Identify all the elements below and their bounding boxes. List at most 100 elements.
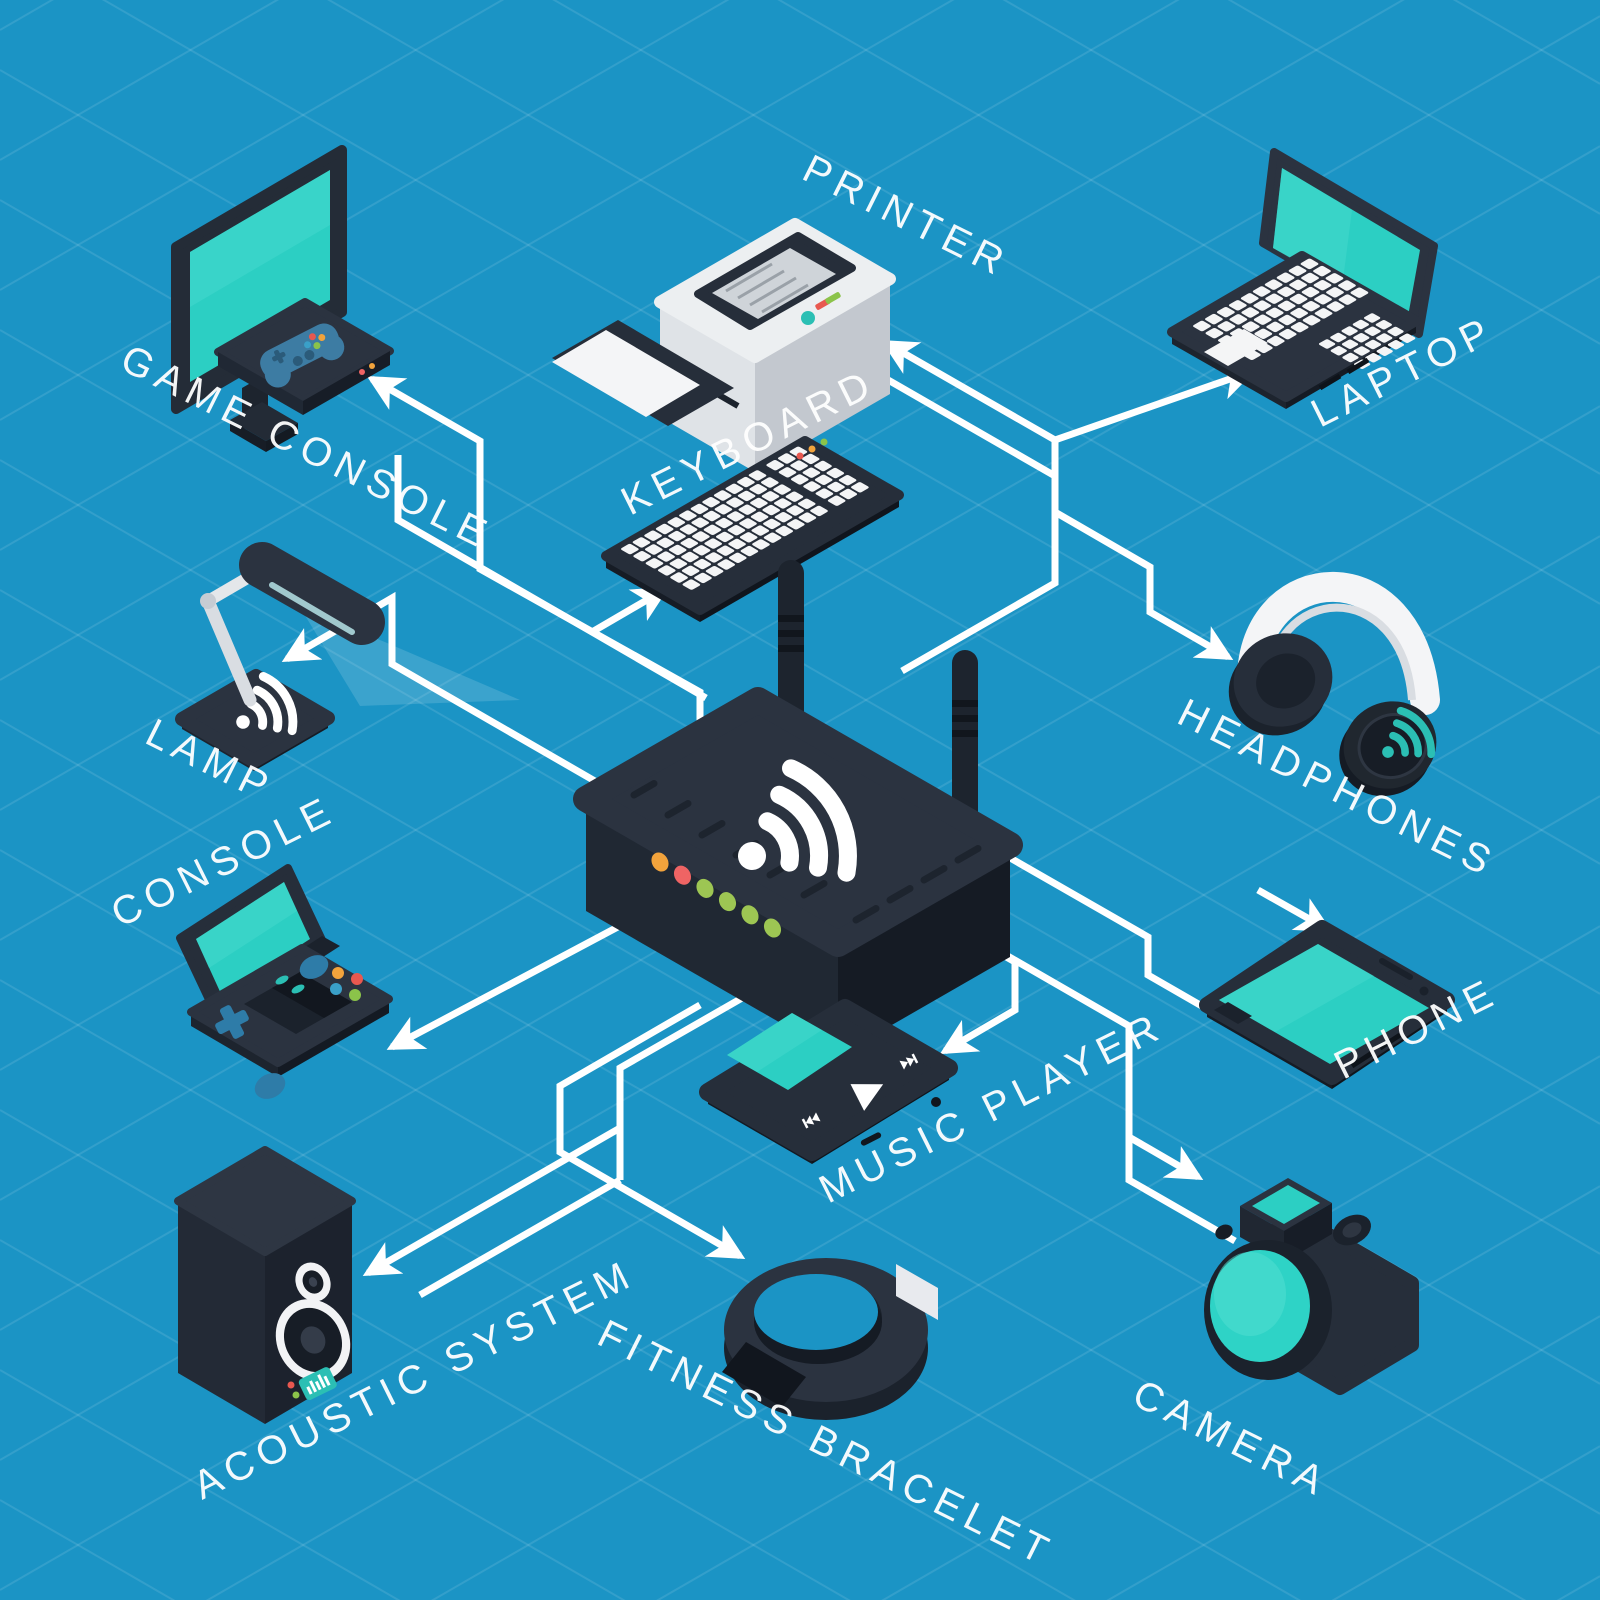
key	[713, 490, 732, 501]
router-led	[718, 892, 737, 912]
router-leds	[651, 852, 782, 938]
console-btn-green	[349, 989, 361, 1001]
key	[1254, 328, 1273, 339]
key	[668, 530, 686, 542]
phone-earpiece	[1379, 958, 1413, 980]
key	[714, 504, 733, 515]
key	[726, 511, 745, 522]
key	[703, 524, 722, 535]
connector-keyboard-line	[394, 455, 708, 702]
key	[798, 512, 817, 523]
keyboard-illustration	[601, 436, 904, 622]
key	[1228, 300, 1247, 311]
key	[669, 558, 688, 569]
key	[1277, 286, 1296, 297]
key	[838, 475, 857, 486]
key	[1278, 328, 1297, 340]
key	[814, 474, 833, 485]
connector-phone-arrow	[1256, 886, 1333, 933]
key	[632, 537, 651, 548]
speaker-left-face	[178, 1201, 265, 1424]
key	[681, 565, 700, 576]
key	[690, 503, 709, 515]
key	[790, 474, 809, 485]
lamp-illustration	[175, 542, 520, 771]
player-screen-sheen	[727, 1013, 822, 1072]
antenna-ridge	[952, 715, 978, 722]
connector-speaker-parallel	[418, 1176, 622, 1299]
key	[739, 518, 757, 529]
key	[621, 543, 639, 555]
headphones-wifi-icon	[1382, 706, 1435, 759]
camera-dial-inner	[1342, 1222, 1362, 1238]
key	[728, 538, 746, 550]
key	[1205, 313, 1223, 325]
grid-line	[0, 719, 1527, 1600]
camera-lens-sheen	[1214, 1252, 1286, 1336]
router-led	[673, 865, 692, 885]
key	[1338, 280, 1356, 291]
key	[1352, 319, 1370, 330]
grid-line	[0, 0, 1180, 681]
monitor-base	[230, 402, 298, 441]
printer-indicator-green	[825, 292, 841, 304]
key	[693, 558, 712, 570]
key	[1288, 265, 1307, 276]
bracelet-screen	[722, 1342, 806, 1407]
key	[1276, 272, 1295, 283]
console-dpad	[215, 1005, 249, 1039]
key	[1313, 265, 1331, 277]
laptop-ports	[1318, 357, 1370, 391]
key	[748, 470, 767, 481]
phone-side-ports	[1350, 1032, 1402, 1069]
key	[1341, 339, 1359, 349]
player-port	[860, 1132, 882, 1146]
player-play-button	[850, 1084, 884, 1111]
router-vent	[852, 905, 880, 924]
key	[1217, 321, 1236, 332]
laptop-keys	[1193, 258, 1416, 369]
key	[790, 460, 808, 471]
key	[1326, 301, 1345, 312]
key	[1342, 352, 1359, 363]
key	[645, 558, 664, 569]
connector-camera-arrow	[1127, 1133, 1204, 1181]
key	[655, 523, 674, 535]
laptop-illustration	[1167, 148, 1438, 409]
keyboard-led-orange	[808, 445, 816, 453]
router-vent	[630, 780, 658, 799]
speaker-led-green	[292, 1391, 300, 1399]
console-screen-sheen	[196, 882, 297, 968]
console-button-large	[254, 1073, 286, 1099]
game-console-illustration	[171, 145, 394, 452]
key	[704, 538, 723, 549]
key	[1290, 322, 1309, 333]
grid-line	[0, 0, 54, 31]
router-vent	[954, 845, 982, 864]
key	[726, 497, 744, 508]
bracelet-hole	[754, 1274, 878, 1350]
key	[1363, 313, 1381, 323]
key	[1300, 258, 1319, 270]
camera-shutter	[1215, 1224, 1233, 1240]
key	[1375, 320, 1392, 330]
key	[801, 453, 820, 465]
keyboard-led-red	[796, 452, 804, 460]
key	[692, 545, 711, 556]
acoustic-system-illustration	[174, 1146, 356, 1424]
key	[1301, 272, 1319, 284]
grid-line	[1331, 1445, 1600, 1600]
key	[656, 537, 675, 548]
key	[702, 510, 721, 522]
fitness-bracelet-illustration	[722, 1258, 938, 1420]
printer-paper-top	[712, 248, 836, 319]
key	[679, 510, 697, 521]
gamepad	[260, 323, 345, 388]
laptop-touchpad	[1204, 329, 1268, 366]
key	[774, 512, 793, 523]
player-prev-icon	[801, 1112, 821, 1129]
key	[775, 525, 794, 537]
key	[728, 552, 747, 563]
